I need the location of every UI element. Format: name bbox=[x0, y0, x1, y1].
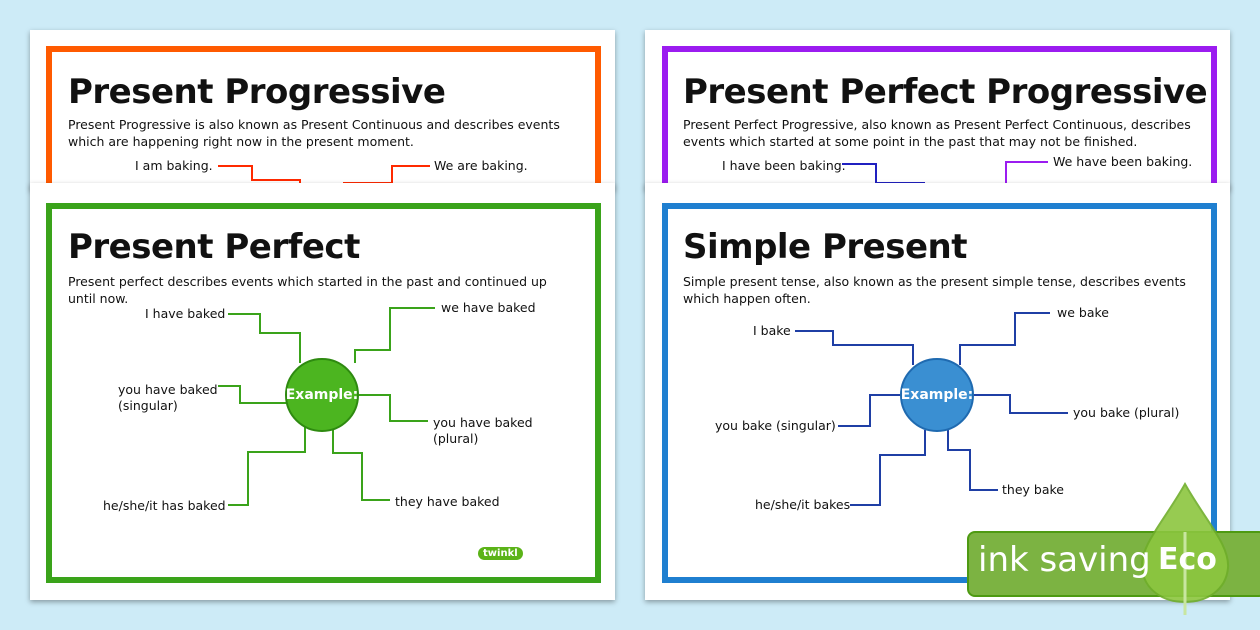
card-description: Present Perfect Progressive, also known … bbox=[683, 117, 1191, 149]
connector-lines bbox=[795, 312, 1068, 506]
example-label: you have baked (singular) bbox=[118, 382, 218, 413]
connector-lines bbox=[218, 307, 435, 506]
connector-lines bbox=[218, 165, 430, 190]
example-label: you have baked (plural) bbox=[433, 415, 533, 446]
example-label: we bake bbox=[1057, 305, 1109, 320]
card-present-perfect: Present Perfect Present perfect describe… bbox=[30, 183, 615, 600]
example-circle: Example: bbox=[285, 358, 359, 432]
example-label: he/she/it bakes bbox=[755, 497, 851, 512]
card-description: Present perfect describes events which s… bbox=[68, 274, 547, 306]
card-title: Present Perfect bbox=[68, 227, 360, 267]
card-description: Present Progressive is also known as Pre… bbox=[68, 117, 560, 149]
example-label: I am baking. bbox=[135, 158, 213, 173]
example-label: you bake (singular) bbox=[715, 418, 836, 433]
example-label: I bake bbox=[753, 323, 791, 338]
connector-lines bbox=[842, 161, 1048, 190]
example-label: they have baked bbox=[395, 494, 500, 509]
card-title: Simple Present bbox=[683, 227, 967, 267]
example-label: I have baked bbox=[145, 306, 226, 321]
example-circle: Example: bbox=[900, 358, 974, 432]
twinkl-logo: twinkl bbox=[478, 547, 523, 560]
card-description: Simple present tense, also known as the … bbox=[683, 274, 1186, 306]
eco-label: Eco bbox=[1158, 542, 1217, 577]
card-present-perfect-progressive: Present Perfect Progressive Present Perf… bbox=[645, 30, 1230, 216]
ink-saving-label: ink saving bbox=[978, 540, 1151, 580]
card-title: Present Progressive bbox=[68, 72, 446, 112]
example-label: We are baking. bbox=[434, 158, 528, 173]
card-border bbox=[662, 203, 1217, 583]
example-label: we have baked bbox=[441, 300, 536, 315]
example-label: I have been baking. bbox=[722, 158, 846, 173]
card-title: Present Perfect Progressive bbox=[683, 72, 1208, 112]
example-label: he/she/it has baked bbox=[103, 498, 226, 513]
card-border bbox=[46, 203, 601, 583]
card-present-progressive: Present Progressive Present Progressive … bbox=[30, 30, 615, 216]
example-label: you bake (plural) bbox=[1073, 405, 1180, 420]
card-simple-present: Simple Present Simple present tense, als… bbox=[645, 183, 1230, 600]
example-label: they bake bbox=[1002, 482, 1064, 497]
example-label: We have been baking. bbox=[1053, 154, 1193, 169]
